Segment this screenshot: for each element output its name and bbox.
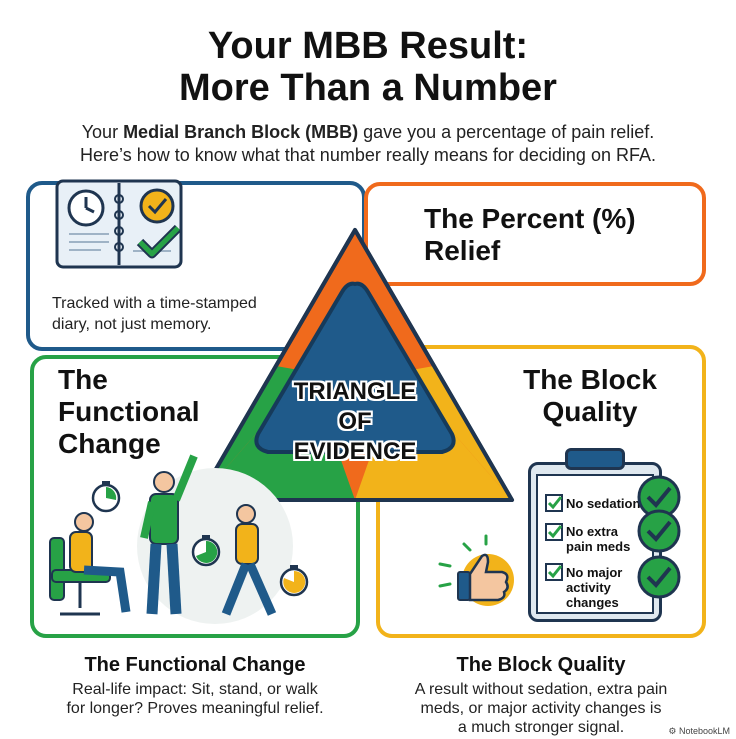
functional-illustration xyxy=(49,454,309,624)
bottom-right-heading: The Block Quality xyxy=(456,654,626,676)
stopwatch-icon xyxy=(279,565,309,597)
subtitle-line2: Here’s how to know what that number real… xyxy=(80,145,656,165)
block-heading-line2: Quality xyxy=(542,396,638,427)
checklist-item-2-line2: pain meds xyxy=(566,539,631,554)
clipboard-clip xyxy=(565,448,625,470)
watermark: ⚙ NotebookLM xyxy=(668,726,730,737)
stopwatch-icon xyxy=(191,535,221,567)
diary-text-line1: Tracked with a time-stamped xyxy=(52,295,257,312)
checkbox-checked-icon xyxy=(545,494,563,512)
watermark-text: NotebookLM xyxy=(678,726,730,736)
percent-card xyxy=(364,182,706,286)
checklist-item-1: No sedation xyxy=(566,496,641,511)
green-check-circle-icon xyxy=(637,509,681,553)
sitting-person-icon xyxy=(49,512,131,616)
subtitle-pre: Your xyxy=(81,122,124,142)
green-check-circle-icon xyxy=(637,555,681,599)
triangle-label-line3: EVIDENCE xyxy=(293,438,417,465)
checklist-item-2-line1: No extra xyxy=(566,524,619,539)
page-title-line1: Your MBB Result: xyxy=(207,25,529,67)
checklist-item-3-line1: No major xyxy=(566,565,623,580)
triangle-of-evidence xyxy=(196,228,514,502)
checkbox-checked-icon xyxy=(545,523,563,541)
percent-heading-line1: The Percent (%) xyxy=(424,203,636,234)
triangle-label-line2: OF xyxy=(338,408,372,435)
bottom-left-text-line1: Real-life impact: Sit, stand, or walk xyxy=(72,681,318,698)
thumbs-up-icon xyxy=(438,534,514,606)
checklist-item-3-line2: activity xyxy=(566,580,611,595)
subtitle-bold: Medial Branch Block (MBB) xyxy=(123,122,359,142)
bottom-right-text-line1: A result without sedation, extra pain xyxy=(414,681,668,698)
checkmark-icon xyxy=(136,224,182,259)
functional-heading-line3: Change xyxy=(58,428,161,459)
subtitle-post: gave you a percentage of pain relief. xyxy=(358,122,655,142)
bottom-left-text-line2: for longer? Proves meaningful relief. xyxy=(66,700,324,717)
bottom-right-text-line3: a much stronger signal. xyxy=(457,719,625,736)
subtitle-line1: Your Medial Branch Block (MBB) gave you … xyxy=(40,121,696,144)
checkmark-circle-icon xyxy=(139,188,175,224)
standing-person-icon xyxy=(140,454,198,615)
functional-heading-line2: Functional xyxy=(58,396,200,427)
triangle-label-line1: TRIANGLE xyxy=(293,378,417,405)
stopwatch-icon xyxy=(91,481,121,513)
functional-heading-line1: The xyxy=(58,364,108,395)
diary-text-line2: diary, not just memory. xyxy=(52,316,212,333)
percent-heading-line2: Relief xyxy=(424,235,501,266)
block-heading-line1: The Block xyxy=(523,364,657,395)
walking-person-icon xyxy=(221,504,277,616)
checkbox-checked-icon xyxy=(545,563,563,581)
bottom-right-text-line2: meds, or major activity changes is xyxy=(420,700,662,717)
checklist-item-3-line3: changes xyxy=(566,595,619,610)
watermark-logo-icon: ⚙ xyxy=(668,726,679,736)
bottom-left-heading: The Functional Change xyxy=(84,654,306,676)
clock-icon xyxy=(67,189,105,227)
page-title-line2: More Than a Number xyxy=(179,67,557,109)
